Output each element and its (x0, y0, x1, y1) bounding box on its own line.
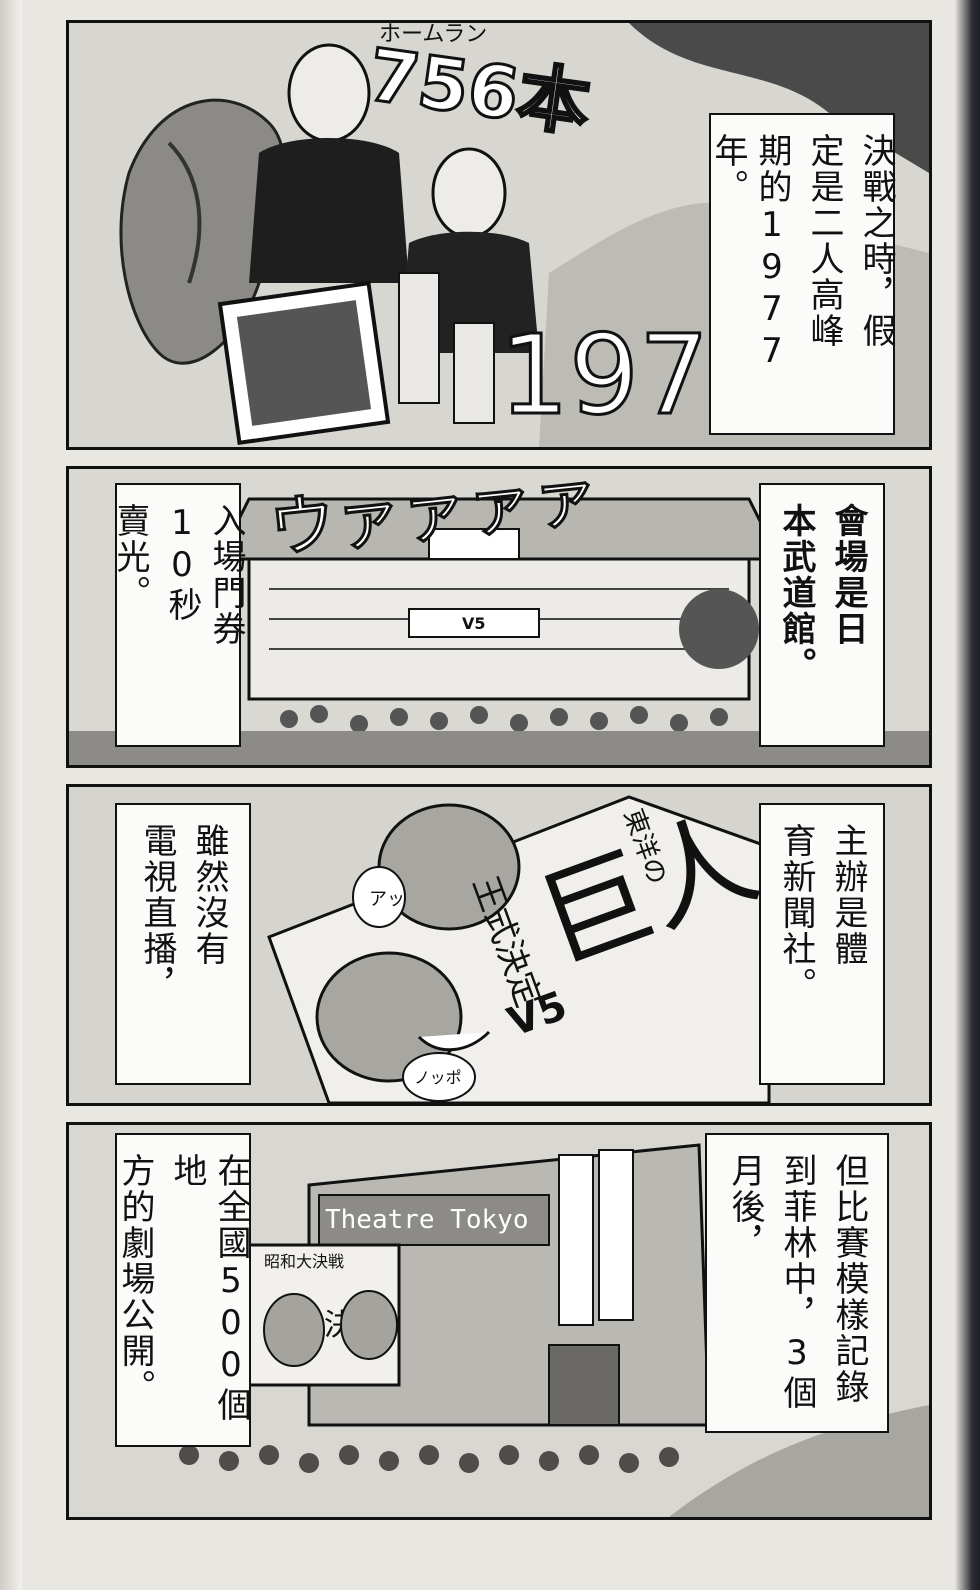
caption-line: 月後， (725, 1153, 765, 1261)
caption-line: 主辦是體 (828, 823, 868, 967)
caption-panel-4-left: 在全國500個地 方的劇場公開。 (115, 1133, 251, 1447)
panel-3: アッ ノッポ 巨人 V5 王式決定 東洋の 主辦是體 育新聞社。 雖然沒有 電視… (66, 784, 932, 1106)
sfx-a: アッ (369, 889, 405, 910)
panel-4: Theatre Tokyo 昭和大決戦 決戦 但比賽模樣記錄 到菲林中，3個 月… (66, 1122, 932, 1520)
caption-line: 電視直播， (137, 823, 177, 1003)
panel-2: V5 ウァァァァ 會場是日 本武道館。 入場門券10秒 賣光。 (66, 466, 932, 768)
caption-panel-2-right: 會場是日 本武道館。 (759, 483, 885, 747)
caption-panel-1: 決戰之時，假 定是二人高峰 期的1977年。 (708, 113, 896, 435)
caption-panel-3-left: 雖然沒有 電視直播， (115, 803, 251, 1085)
page-edge-left (0, 0, 22, 1590)
caption-line: 定是二人高峰 (804, 133, 844, 349)
caption-line: 雖然沒有 (189, 823, 229, 967)
caption-line: 本武道館。 (776, 503, 816, 683)
caption-panel-3-right: 主辦是體 育新聞社。 (759, 803, 885, 1085)
caption-line: 決戰之時，假 (856, 133, 896, 349)
panel-1: ホームラン 756本 1977 決戰之時，假 定是二人高峰 期的1977年。 (66, 20, 932, 450)
caption-line: 但比賽模樣記錄 (829, 1153, 869, 1405)
caption-line: 在全國500個地 (167, 1153, 251, 1423)
sign-theatre-tokyo: Theatre Tokyo (325, 1205, 529, 1235)
poster-showa: 昭和大決戦 (264, 1252, 344, 1271)
sfx-v5-sign: V5 (462, 614, 486, 633)
sfx-homerun: ホームラン (379, 23, 487, 47)
caption-line: 期的1977年。 (708, 133, 792, 373)
caption-panel-2-left: 入場門券10秒 賣光。 (110, 483, 246, 747)
caption-line: 到菲林中，3個 (777, 1153, 817, 1411)
caption-line: 入場門券10秒 (162, 503, 246, 647)
sfx-noppo: ノッポ (414, 1068, 462, 1087)
sfx-756: 756本 (363, 32, 595, 146)
caption-line: 賣光。 (110, 503, 150, 611)
page-edge-right (954, 0, 980, 1590)
caption-line: 育新聞社。 (776, 823, 816, 1003)
caption-panel-4-right: 但比賽模樣記錄 到菲林中，3個 月後， (705, 1133, 889, 1433)
caption-line: 會場是日 (828, 503, 868, 647)
caption-line: 方的劇場公開。 (115, 1153, 155, 1405)
